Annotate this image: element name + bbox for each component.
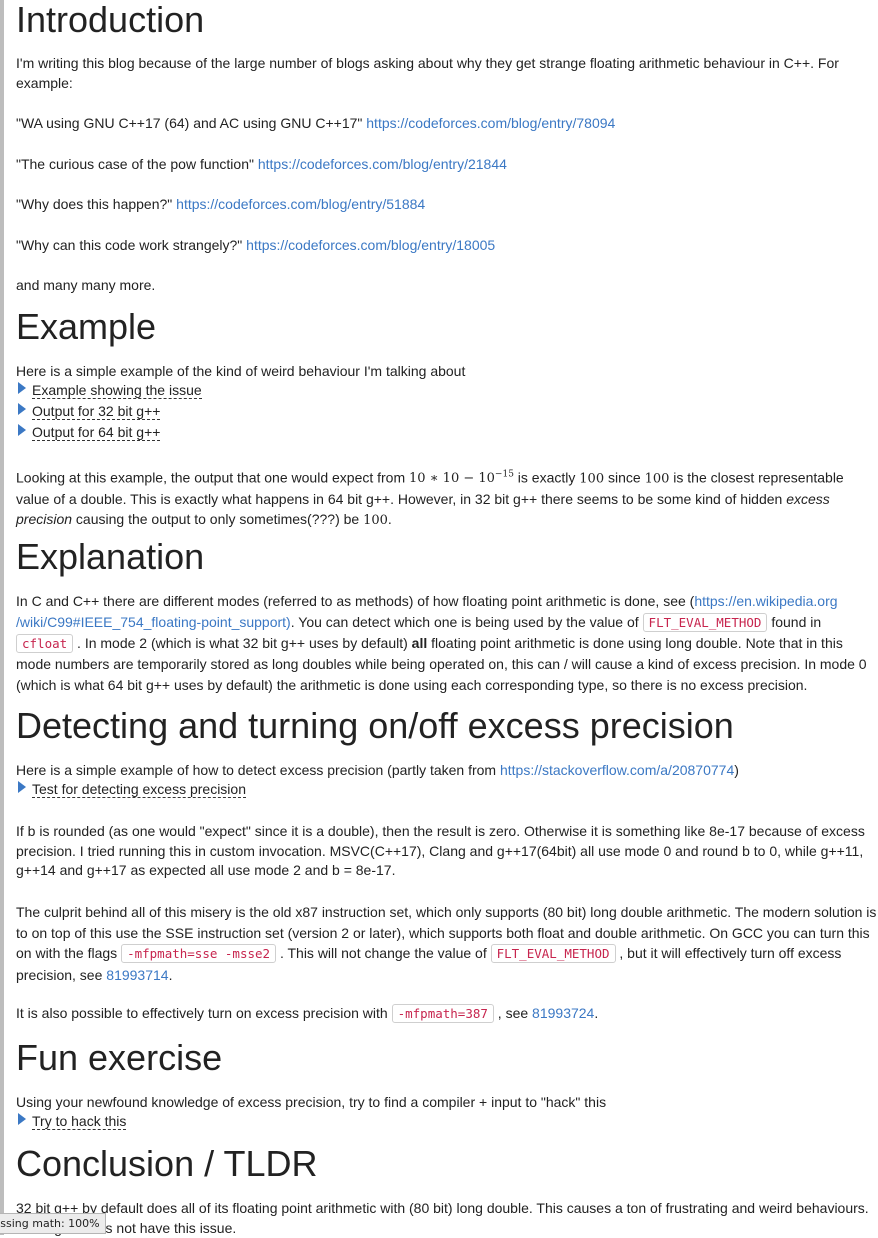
- left-border: [0, 0, 4, 1235]
- bold-all: all: [411, 635, 428, 651]
- code-mfpmath-387: -mfpmath=387: [391, 1004, 494, 1023]
- quote-3-text: "Why does this happen?": [16, 196, 177, 212]
- link-81993714[interactable]: 81993714: [106, 966, 169, 983]
- expand-triangle-icon: [18, 403, 26, 415]
- spoiler-example-issue[interactable]: Example showing the issue: [16, 380, 202, 401]
- explanation-text: found in: [771, 614, 822, 630]
- heading-detecting: Detecting and turning on/off excess prec…: [16, 705, 734, 746]
- spoiler-test-detecting[interactable]: Test for detecting excess precision: [16, 779, 246, 800]
- detecting-text: It is also possible to effectively turn …: [16, 1005, 392, 1021]
- detecting-text: .: [168, 966, 173, 983]
- spoiler-label: Try to hack this: [32, 1113, 127, 1130]
- status-text: Processing math: 100%: [0, 1217, 100, 1230]
- fun-paragraph: Using your newfound knowledge of excess …: [16, 1094, 607, 1110]
- explanation-paragraph: In C and C++ there are different modes (…: [16, 591, 874, 696]
- link-wikipedia-c99[interactable]: https://en.wikipedia.org/wiki/C99#IEEE_7…: [16, 593, 838, 630]
- quote-1: "WA using GNU C++17 (64) and AC using GN…: [16, 113, 615, 133]
- detecting-intro: Here is a simple example of how to detec…: [16, 760, 739, 780]
- spoiler-label: Test for detecting excess precision: [32, 781, 246, 798]
- math-expr-base: 10 ∗ 10 − 10: [409, 471, 495, 487]
- detecting-text: , but it will effectively turn off exces…: [16, 945, 842, 983]
- analysis-text: Looking at this example, the output that…: [16, 469, 410, 486]
- intro-paragraph: I'm writing this blog because of the lar…: [16, 55, 839, 91]
- detecting-text: The culprit behind all of this misery is…: [16, 904, 877, 961]
- analysis-text: is exactly: [513, 469, 580, 486]
- detecting-text: Here is a simple example of how to detec…: [16, 762, 500, 778]
- quote-2-text: "The curious case of the pow function": [16, 156, 258, 172]
- heading-conclusion: Conclusion / TLDR: [16, 1143, 318, 1184]
- link-entry-78094[interactable]: https://codeforces.com/blog/entry/78094: [366, 115, 616, 131]
- emphasis-excess-precision: excess precision: [16, 491, 830, 528]
- code-flt-eval-method: FLT_EVAL_METHOD: [490, 944, 616, 963]
- conclusion-text: 32 bit g++ by default does all of its fl…: [16, 1200, 869, 1216]
- link-81993724[interactable]: 81993724: [532, 1005, 595, 1021]
- link-entry-21844[interactable]: https://codeforces.com/blog/entry/21844: [257, 156, 507, 172]
- spoiler-output-32bit[interactable]: Output for 32 bit g++: [16, 401, 161, 422]
- quote-2: "The curious case of the pow function" h…: [16, 154, 507, 174]
- link-entry-51884[interactable]: https://codeforces.com/blog/entry/51884: [176, 196, 426, 212]
- explanation-text: . In mode 2 (which is what 32 bit g++ us…: [73, 635, 412, 651]
- expand-triangle-icon: [18, 1113, 26, 1125]
- math-expression: 10 ∗ 10 − 10−15: [409, 470, 514, 487]
- code-cfloat: cfloat: [16, 634, 74, 653]
- heading-fun-exercise: Fun exercise: [16, 1037, 223, 1078]
- code-mfpmath-sse: -mfpmath=sse -msse2: [121, 944, 277, 963]
- heading-explanation: Explanation: [16, 536, 205, 577]
- spoiler-try-to-hack[interactable]: Try to hack this: [16, 1111, 127, 1132]
- expand-triangle-icon: [18, 781, 26, 793]
- conclusion-paragraph: 32 bit g++ by default does all of its fl…: [16, 1198, 878, 1238]
- detecting-text: ): [734, 762, 739, 778]
- math-value: 100: [579, 471, 605, 487]
- example-intro: Here is a simple example of the kind of …: [16, 363, 466, 379]
- link-entry-18005[interactable]: https://codeforces.com/blog/entry/18005: [246, 237, 496, 253]
- detecting-paragraph-2: If b is rounded (as one would "expect" s…: [16, 823, 865, 878]
- detecting-paragraph-3: The culprit behind all of this misery is…: [16, 902, 878, 985]
- link-part-2: /wiki/C99#IEEE_754_floating-point_suppor…: [16, 614, 291, 630]
- heading-example: Example: [16, 306, 157, 347]
- explanation-text: In C and C++ there are different modes (…: [16, 593, 695, 609]
- analysis-text: .: [387, 511, 392, 528]
- code-flt-eval-method: FLT_EVAL_METHOD: [642, 613, 768, 632]
- analysis-text: causing the output to only sometimes(???…: [72, 511, 364, 528]
- math-processing-status: Processing math: 100%: [0, 1213, 106, 1234]
- detecting-text: , see: [493, 1005, 533, 1021]
- spoiler-label: Output for 32 bit g++: [32, 403, 161, 420]
- math-value: 100: [644, 471, 670, 487]
- expand-triangle-icon: [18, 424, 26, 436]
- detecting-paragraph-4: It is also possible to effectively turn …: [16, 1003, 598, 1024]
- example-analysis: Looking at this example, the output that…: [16, 465, 878, 531]
- spoiler-output-64bit[interactable]: Output for 64 bit g++: [16, 422, 161, 443]
- quote-4: "Why can this code work strangely?" http…: [16, 235, 495, 255]
- quote-3: "Why does this happen?" https://codeforc…: [16, 194, 425, 214]
- math-expr-exponent: −15: [494, 470, 514, 480]
- detecting-text: .: [594, 1005, 599, 1021]
- spoiler-label: Example showing the issue: [32, 382, 202, 399]
- quote-1-text: "WA using GNU C++17 (64) and AC using GN…: [16, 115, 367, 131]
- explanation-text: . You can detect which one is being used…: [290, 614, 643, 630]
- expand-triangle-icon: [18, 382, 26, 394]
- link-stackoverflow[interactable]: https://stackoverflow.com/a/20870774: [499, 762, 735, 778]
- quote-4-text: "Why can this code work strangely?": [16, 237, 247, 253]
- link-part-1: https://en.wikipedia.org: [694, 593, 838, 609]
- intro-closing: and many many more.: [16, 277, 156, 293]
- math-value: 100: [363, 513, 388, 529]
- analysis-text: is the closest representable value of a …: [16, 469, 844, 508]
- spoiler-label: Output for 64 bit g++: [32, 424, 161, 441]
- analysis-text: since: [604, 469, 645, 486]
- heading-introduction: Introduction: [16, 0, 205, 40]
- explanation-text: floating point arithmetic is done using …: [16, 635, 867, 693]
- detecting-text: . This will not change the value of: [276, 945, 491, 961]
